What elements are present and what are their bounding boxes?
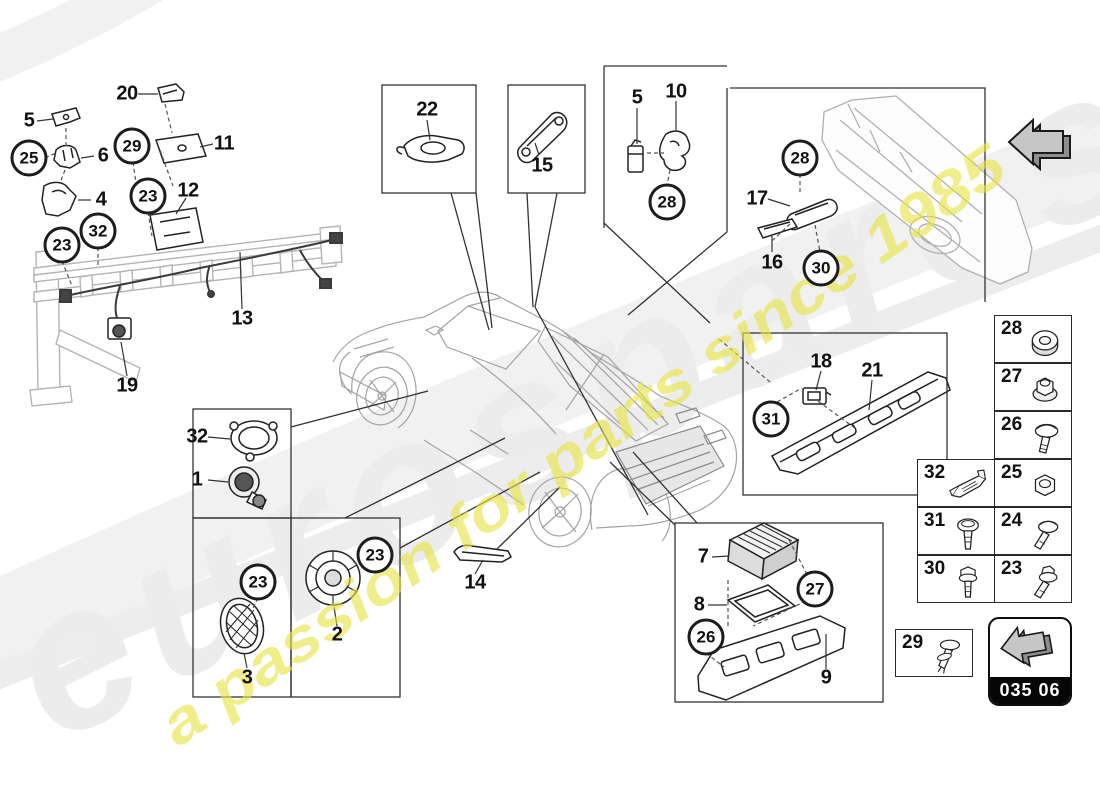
diagram-boxes	[192, 65, 986, 703]
part-callout-9[interactable]: 9	[820, 666, 832, 689]
legend-cell-number: 26	[1001, 414, 1023, 435]
circled-callout-30[interactable]: 30	[802, 249, 840, 287]
part-callout-16[interactable]: 16	[761, 251, 783, 274]
part-callout-12[interactable]: 12	[177, 179, 199, 202]
part-callout-5[interactable]: 5	[23, 109, 35, 132]
legend-cell-24[interactable]: 24	[994, 507, 1072, 555]
circled-callout-31[interactable]: 31	[752, 400, 790, 438]
part-callout-4[interactable]: 4	[95, 188, 107, 211]
hex-bolt-icon	[943, 563, 993, 601]
part-callout-21[interactable]: 21	[861, 359, 883, 382]
legend-cell-28[interactable]: 28	[994, 315, 1072, 363]
rivet-icon	[921, 637, 971, 675]
rear-chassis-drawing	[821, 95, 1033, 285]
washer-nut-icon	[1020, 323, 1070, 361]
legend-cell-27[interactable]: 27	[994, 363, 1072, 411]
circled-callout-27[interactable]: 27	[796, 570, 834, 608]
car-drawing	[332, 291, 738, 548]
harness-drawing	[59, 232, 343, 319]
part-callout-6[interactable]: 6	[97, 144, 109, 167]
legend-cell-26[interactable]: 26	[994, 411, 1072, 459]
legend-cell-30[interactable]: 30	[917, 555, 995, 603]
legend-cell-number: 28	[1001, 318, 1023, 339]
part-callout-15[interactable]: 15	[531, 154, 553, 177]
back-arrow-icon	[993, 621, 1065, 673]
back-arrow-icon[interactable]	[1001, 114, 1085, 178]
circled-callout-23[interactable]: 23	[239, 563, 277, 601]
clip-bracket-icon	[943, 467, 993, 505]
part-callout-13[interactable]: 13	[231, 307, 253, 330]
dash-crossmember-drawing	[29, 225, 343, 407]
part-callout-20[interactable]: 20	[116, 82, 138, 105]
part-callout-19[interactable]: 19	[116, 374, 138, 397]
part-callout-7[interactable]: 7	[697, 545, 709, 568]
circled-callout-28[interactable]: 28	[648, 183, 686, 221]
legend-cell-25[interactable]: 25	[994, 459, 1072, 507]
circled-callout-23[interactable]: 23	[43, 226, 81, 264]
part-callout-1[interactable]: 1	[191, 468, 203, 491]
part-callout-11[interactable]: 11	[213, 132, 235, 155]
legend-cell-number: 25	[1001, 462, 1023, 483]
part-callout-10[interactable]: 10	[665, 80, 687, 103]
part-callout-2[interactable]: 2	[331, 623, 343, 646]
legend-cell-number: 30	[924, 558, 946, 579]
circled-callout-23[interactable]: 23	[356, 536, 394, 574]
flange-nut-icon	[1020, 371, 1070, 409]
part-callout-3[interactable]: 3	[241, 666, 253, 689]
part-callout-32[interactable]: 32	[186, 425, 208, 448]
hex-screw-icon	[1020, 563, 1070, 601]
legend-cell-number: 29	[902, 632, 924, 653]
legend-cell-number: 27	[1001, 366, 1023, 387]
legend-cell-number: 32	[924, 462, 946, 483]
legend-cell-number: 24	[1001, 510, 1023, 531]
circled-callout-32[interactable]: 32	[79, 212, 117, 250]
part-callout-18[interactable]: 18	[810, 350, 832, 373]
part-callout-17[interactable]: 17	[746, 187, 768, 210]
legend-cell-number: 31	[924, 510, 946, 531]
page-code: 035 06	[990, 677, 1070, 704]
legend-cell-number: 23	[1001, 558, 1023, 579]
part-callout-8[interactable]: 8	[693, 593, 705, 616]
legend-cell-31[interactable]: 31	[917, 507, 995, 555]
hex-nut-icon	[1020, 467, 1070, 505]
legend-cell-32[interactable]: 32	[917, 459, 995, 507]
circled-callout-29[interactable]: 29	[113, 127, 151, 165]
small-parts-drawings	[41, 83, 951, 701]
part-callout-14[interactable]: 14	[464, 571, 486, 594]
screw-washer-icon	[1020, 419, 1070, 457]
part-callout-22[interactable]: 22	[416, 98, 438, 121]
legend-cell-29[interactable]: 29	[895, 629, 973, 677]
pan-screw-icon	[1020, 515, 1070, 553]
circled-callout-28[interactable]: 28	[781, 139, 819, 177]
page-code-box[interactable]: 035 06	[988, 617, 1072, 706]
circled-callout-23[interactable]: 23	[129, 177, 167, 215]
circled-callout-25[interactable]: 25	[10, 139, 48, 177]
circled-callout-26[interactable]: 26	[687, 618, 725, 656]
part-callout-5[interactable]: 5	[631, 86, 643, 109]
round-screw-icon	[943, 515, 993, 553]
label-leader-lines	[36, 93, 873, 669]
legend-cell-23[interactable]: 23	[994, 555, 1072, 603]
